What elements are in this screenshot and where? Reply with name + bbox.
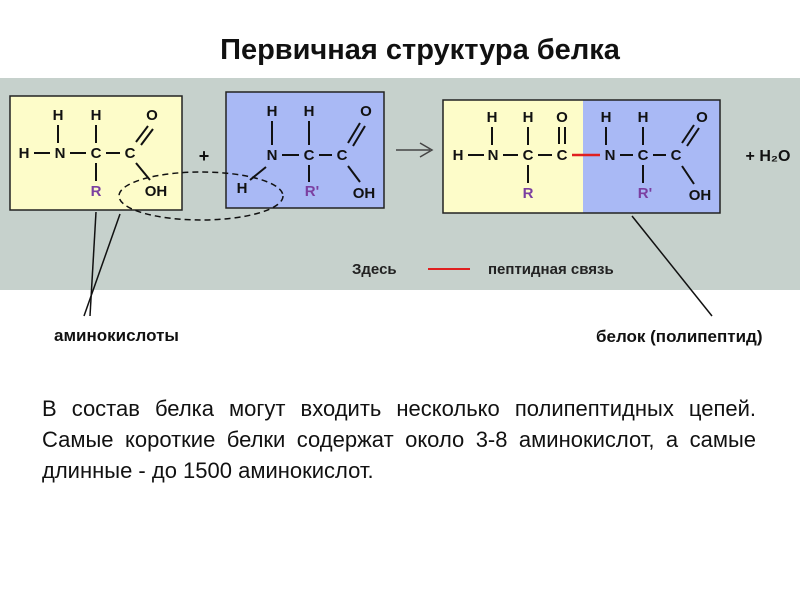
atom-c: C [337,147,348,164]
bonds [468,124,700,185]
atom-n: N [267,147,278,164]
atom-h: H [523,109,534,126]
dipeptide-blue-part [583,100,720,213]
atom-h: H [19,145,30,162]
reaction-arrow [396,142,434,158]
amino-acid-2: H H O N C C H R' OH [225,91,385,209]
atom-h: H [453,147,464,164]
water-elimination-ellipse [118,171,284,221]
dipeptide: H H O H H O H N C C N C C R R' OH [442,99,721,214]
atom-h: H [601,109,612,126]
bonds [34,125,154,181]
atom-h: H [53,107,64,124]
atom-n: N [605,147,616,164]
dipeptide-box [442,99,721,214]
description-paragraph: В состав белка могут входить несколько п… [42,396,756,483]
atom-n: N [55,145,66,162]
atom-h: H [267,103,278,120]
atom-c: C [557,147,568,164]
atom-o: O [696,109,708,126]
atom-h: H [304,103,315,120]
atom-c: C [91,145,102,162]
r-prime-group: R' [305,183,319,200]
pointer-lines [83,211,713,317]
protein-label: белок (полипептид) [596,327,763,346]
atom-o: O [556,109,568,126]
atom-h: H [487,109,498,126]
r-prime-group: R' [638,185,652,202]
atom-c: C [671,147,682,164]
plus-sign: + [199,146,210,166]
amino-acid-2-box [225,91,385,209]
legend-here-label: Здесь [352,261,397,278]
atom-c: C [523,147,534,164]
atom-o: O [360,103,372,120]
amino-acid-1: H H O H N C C R OH [9,95,183,211]
atom-c: C [638,147,649,164]
peptide-bond-legend: Здесь пептидная связь [352,261,614,278]
atom-oh: OH [145,183,168,200]
r-group: R [91,183,102,200]
legend-bond-label: пептидная связь [488,261,614,278]
atom-n: N [488,147,499,164]
atom-h: H [91,107,102,124]
dipeptide-yellow-part [443,100,583,213]
atom-c: C [125,145,136,162]
atom-h: H [237,180,248,197]
atom-oh: OH [689,187,712,204]
r-group: R [523,185,534,202]
atom-c: C [304,147,315,164]
amino-acids-label: аминокислоты [54,326,179,345]
page-title: Первичная структура белка [220,34,620,66]
atom-oh: OH [353,185,376,202]
atom-o: O [146,107,158,124]
water-product: + H₂O [746,148,791,165]
atom-h: H [638,109,649,126]
